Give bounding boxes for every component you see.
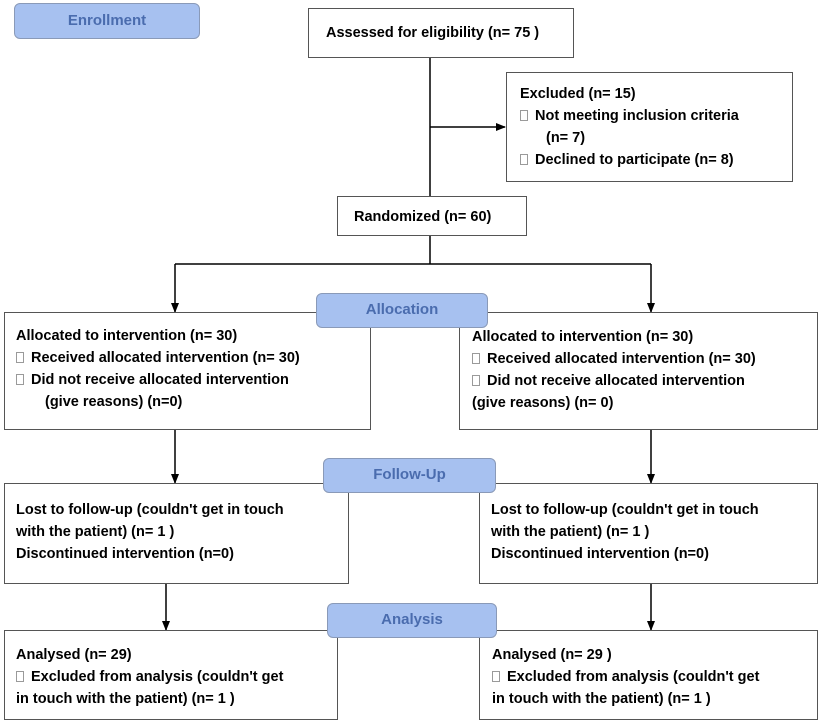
allocation-right-reasons: (give reasons) (n= 0) (472, 395, 614, 411)
bullet-icon (520, 110, 528, 121)
allocation-right-title: Allocated to intervention (n= 30) (472, 329, 694, 345)
bullet-icon (16, 352, 24, 363)
followup-right-box: Lost to follow-up (couldn't get in touch… (479, 483, 818, 584)
assessed-text: Assessed for eligibility (n= 75 ) (326, 25, 540, 41)
excluded-box: Excluded (n= 15) Not meeting inclusion c… (506, 72, 793, 182)
followup-right-discontinued: Discontinued intervention (n=0) (491, 546, 709, 562)
allocation-left-reasons: (give reasons) (n=0) (45, 394, 183, 410)
bullet-icon (472, 375, 480, 386)
bullet-icon (520, 154, 528, 165)
allocation-right-received: Received allocated intervention (n= 30) (472, 348, 817, 370)
followup-left-box: Lost to follow-up (couldn't get in touch… (4, 483, 349, 584)
allocation-left-box: Allocated to intervention (n= 30) Receiv… (4, 312, 371, 430)
allocation-right-box: Allocated to intervention (n= 30) Receiv… (459, 312, 818, 430)
analysis-left-excluded: Excluded from analysis (couldn't get (16, 666, 337, 688)
allocation-left-not-received: Did not receive allocated intervention (16, 369, 370, 391)
excluded-item: Not meeting inclusion criteria (520, 105, 792, 127)
allocation-left-received: Received allocated intervention (n= 30) (16, 347, 370, 369)
bullet-icon (472, 353, 480, 364)
excluded-title: Excluded (n= 15) (520, 86, 636, 102)
followup-right-lost: Lost to follow-up (couldn't get in touch (491, 502, 759, 518)
assessed-box: Assessed for eligibility (n= 75 ) (308, 8, 574, 58)
bullet-icon (492, 671, 500, 682)
excluded-item: Declined to participate (n= 8) (520, 149, 792, 171)
analysis-right-excluded: Excluded from analysis (couldn't get (492, 666, 817, 688)
allocation-right-not-received: Did not receive allocated intervention (472, 370, 817, 392)
excluded-item-continued: (n= 7) (546, 130, 586, 146)
analysis-left-excluded-continued: in touch with the patient) (n= 1 ) (16, 691, 235, 707)
randomized-text: Randomized (n= 60) (354, 209, 492, 225)
analysis-left-title: Analysed (n= 29) (16, 647, 132, 663)
stage-label-enrollment: Enrollment (14, 3, 200, 39)
followup-left-lost-continued: with the patient) (n= 1 ) (16, 524, 175, 540)
stage-label-allocation: Allocation (316, 293, 488, 328)
randomized-box: Randomized (n= 60) (337, 196, 527, 236)
followup-right-lost-continued: with the patient) (n= 1 ) (491, 524, 650, 540)
allocation-left-title: Allocated to intervention (n= 30) (16, 328, 238, 344)
stage-label-analysis: Analysis (327, 603, 497, 638)
analysis-left-box: Analysed (n= 29) Excluded from analysis … (4, 630, 338, 720)
stage-label-follow-up: Follow-Up (323, 458, 496, 493)
bullet-icon (16, 374, 24, 385)
analysis-right-box: Analysed (n= 29 ) Excluded from analysis… (479, 630, 818, 720)
followup-left-lost: Lost to follow-up (couldn't get in touch (16, 502, 284, 518)
analysis-right-title: Analysed (n= 29 ) (492, 647, 612, 663)
bullet-icon (16, 671, 24, 682)
analysis-right-excluded-continued: in touch with the patient) (n= 1 ) (492, 691, 711, 707)
followup-left-discontinued: Discontinued intervention (n=0) (16, 546, 234, 562)
